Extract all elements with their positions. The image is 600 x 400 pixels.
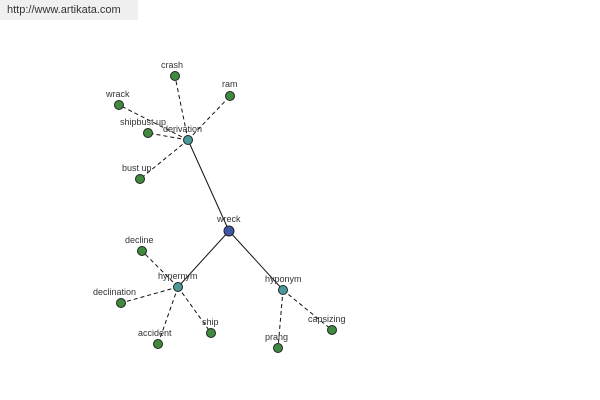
term-node-accident[interactable] — [153, 339, 163, 349]
term-node-ship[interactable] — [206, 328, 216, 338]
site-link[interactable]: http://www.artikata.com — [0, 0, 138, 20]
edge-hyponym-capsizing — [282, 289, 333, 331]
term-label-shipbust-up[interactable]: shipbust up — [120, 117, 166, 127]
term-node-ram[interactable] — [225, 91, 235, 101]
term-label-declination[interactable]: declination — [93, 287, 136, 297]
relation-label-hyponym[interactable]: hyponym — [265, 274, 302, 284]
edge-hypernym-ship — [177, 286, 212, 334]
graph-edges — [118, 75, 333, 349]
term-label-wrack[interactable]: wrack — [105, 89, 130, 99]
center-node-wreck[interactable] — [223, 225, 235, 237]
term-node-wrack[interactable] — [114, 100, 124, 110]
relation-node-hyponym[interactable] — [278, 285, 288, 295]
edge-derivation-shipbust-up — [147, 132, 189, 141]
term-node-prang[interactable] — [273, 343, 283, 353]
term-node-decline[interactable] — [137, 246, 147, 256]
term-label-decline[interactable]: decline — [125, 235, 154, 245]
edge-hyponym-prang — [277, 289, 284, 349]
term-label-ram[interactable]: ram — [222, 79, 238, 89]
term-label-bust-up[interactable]: bust up — [122, 163, 152, 173]
term-label-prang[interactable]: prang — [265, 332, 288, 342]
edge-derivation-bust-up — [139, 139, 189, 180]
center-label-wreck[interactable]: wreck — [216, 214, 241, 224]
term-label-ship[interactable]: ship — [202, 317, 219, 327]
edge-derivation-crash — [174, 75, 189, 141]
edge-hypernym-decline — [141, 250, 179, 288]
edge-derivation-wrack — [118, 104, 189, 141]
edge-hypernym-accident — [157, 286, 179, 345]
term-node-capsizing[interactable] — [327, 325, 337, 335]
graph-nodes — [114, 71, 337, 353]
edge-hypernym-declination — [120, 286, 179, 304]
term-node-shipbust-up[interactable] — [143, 128, 153, 138]
relation-label-hypernym[interactable]: hypernym — [158, 271, 198, 281]
relation-label-derivation[interactable]: derivation — [163, 124, 202, 134]
term-node-crash[interactable] — [170, 71, 180, 81]
relation-node-hypernym[interactable] — [173, 282, 183, 292]
graph-labels: crash ram wrack shipbust up bust up derivatio… — [93, 60, 346, 342]
term-node-declination[interactable] — [116, 298, 126, 308]
edge-derivation-ram — [187, 95, 231, 141]
term-label-capsizing[interactable]: capsizing — [308, 314, 346, 324]
edge-wreck-derivation — [187, 139, 230, 232]
edge-wreck-hypernym — [177, 230, 230, 288]
relation-node-derivation[interactable] — [183, 135, 193, 145]
term-label-accident[interactable]: accident — [138, 328, 172, 338]
term-node-bust-up[interactable] — [135, 174, 145, 184]
term-label-crash[interactable]: crash — [161, 60, 183, 70]
edge-wreck-hyponym — [228, 230, 284, 291]
